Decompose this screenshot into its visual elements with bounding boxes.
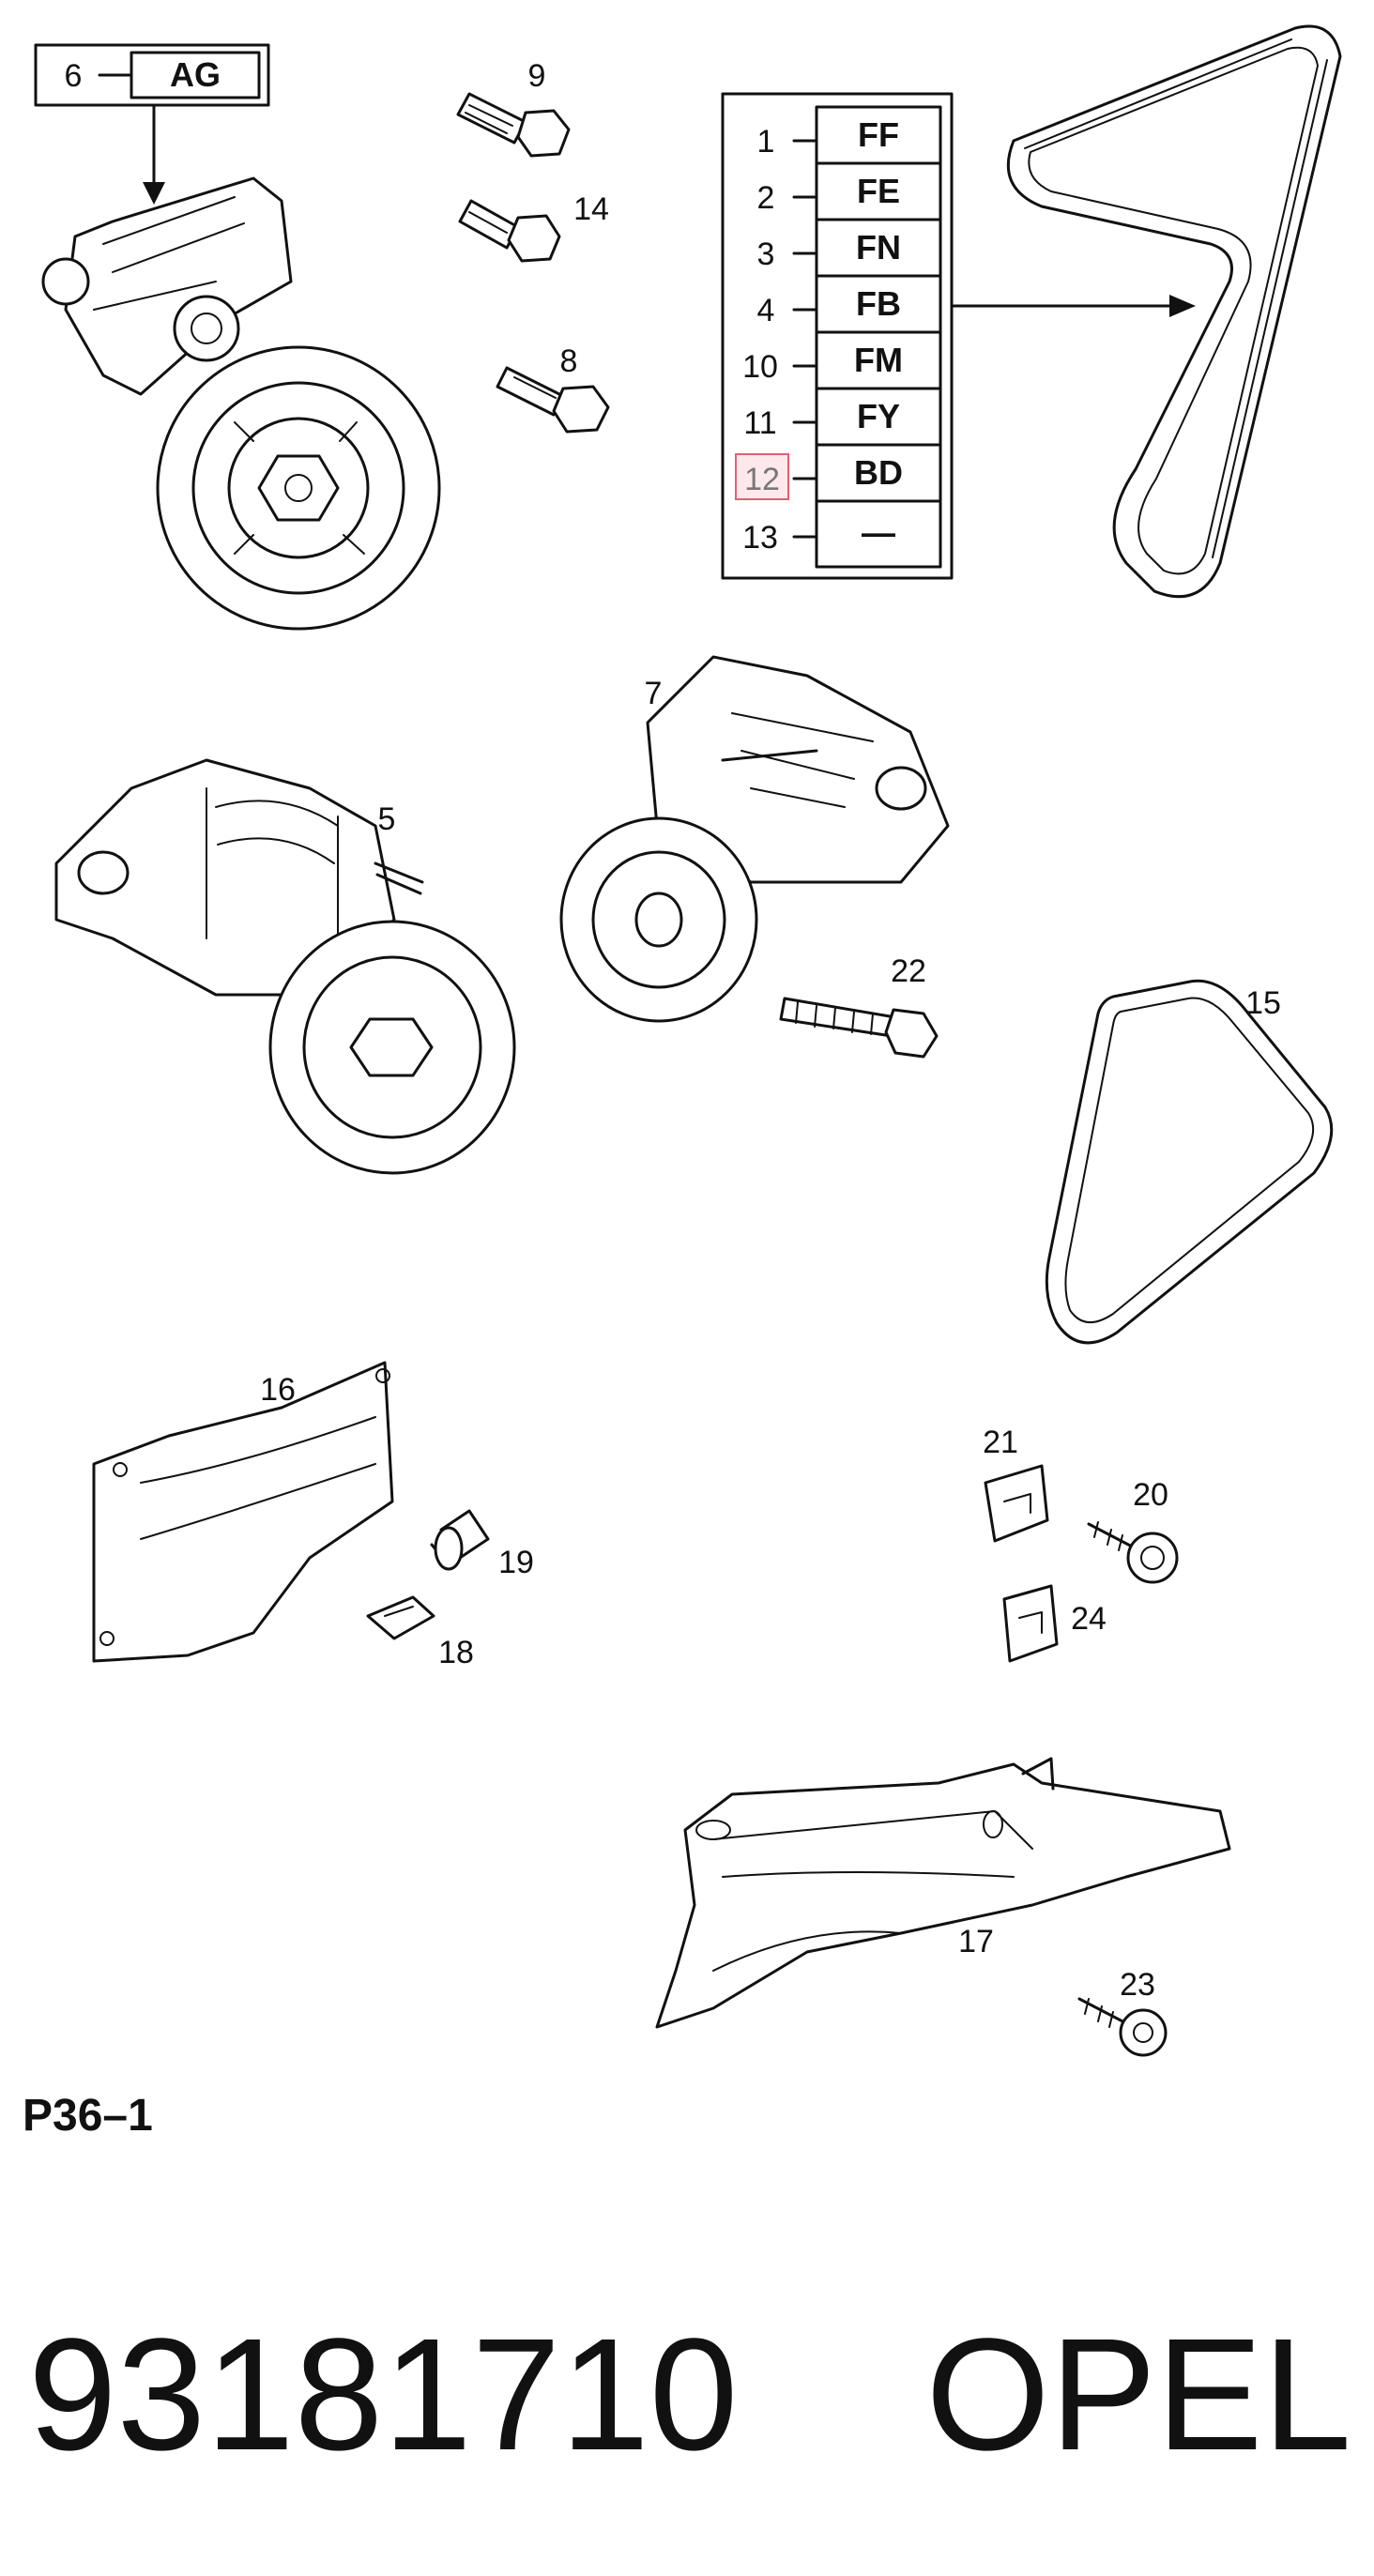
belt-code-row: 3 FN — [757, 228, 901, 272]
row-callout: 10 — [742, 349, 778, 385]
row-code: FF — [858, 115, 899, 154]
clip-19: 19 — [430, 1509, 534, 1580]
callout-21: 21 — [983, 1425, 1018, 1460]
diagram-reference: P36–1 — [23, 2091, 153, 2141]
header-box: 6 AG — [34, 43, 270, 205]
belt-code-row: 1 FF — [757, 115, 899, 160]
header-callout: 6 — [65, 58, 83, 94]
row-code: FN — [856, 228, 901, 267]
arrow-right-icon — [1169, 295, 1196, 317]
row-callout: 2 — [757, 180, 775, 216]
row-code: FM — [854, 341, 903, 379]
callout-15: 15 — [1245, 985, 1281, 1021]
row-code: FE — [857, 172, 900, 210]
belt-code-row: 10 FM — [742, 341, 903, 385]
belt-code-row-highlighted: 12 BD — [735, 453, 903, 500]
belt-code-row: 11 FY — [743, 397, 900, 441]
header-code: AG — [170, 55, 221, 94]
callout-24: 24 — [1071, 1601, 1107, 1637]
callout-8: 8 — [560, 343, 578, 379]
bolt-14: 14 — [458, 191, 609, 263]
serpentine-belt — [1006, 24, 1342, 599]
row-callout: 13 — [742, 520, 778, 556]
row-callout: 11 — [743, 405, 776, 441]
row-callout: 4 — [757, 293, 775, 328]
arrow-down-icon — [143, 182, 165, 205]
callout-19: 19 — [498, 1545, 534, 1580]
callout-17: 17 — [958, 1924, 994, 1959]
belt-code-row: 13 — — [742, 513, 895, 556]
clip-18: 18 — [366, 1595, 474, 1670]
brand-name: OPEL — [925, 2306, 1351, 2484]
callout-18: 18 — [438, 1635, 474, 1670]
tensioner-assembly-top — [41, 176, 441, 631]
callout-22: 22 — [891, 953, 926, 989]
clip-24: 24 — [1002, 1584, 1107, 1663]
row-code: BD — [854, 453, 903, 492]
callout-23: 23 — [1120, 1967, 1155, 2003]
row-callout: 3 — [757, 236, 775, 272]
callout-20: 20 — [1133, 1477, 1168, 1513]
bolt-8: 8 — [496, 343, 610, 434]
tensioner-5: 5 — [54, 758, 516, 1175]
row-code: FB — [856, 284, 901, 323]
callout-5: 5 — [378, 801, 396, 837]
callout-7: 7 — [645, 676, 663, 711]
row-callout: 1 — [757, 124, 775, 160]
clip-21: 21 — [983, 1425, 1049, 1543]
bracket-17: 17 — [655, 1757, 1231, 2029]
row-callout: 12 — [744, 462, 780, 497]
belt-code-row: 2 FE — [757, 172, 900, 216]
row-code: — — [862, 513, 895, 552]
bolt-9: 9 — [456, 58, 571, 158]
screw-20: 20 — [1087, 1477, 1179, 1584]
callout-9: 9 — [528, 58, 546, 94]
belt-15: 15 — [1045, 979, 1334, 1345]
tensioner-7: 7 — [559, 655, 950, 1023]
callout-14: 14 — [573, 191, 609, 227]
part-number: 93181710 — [28, 2306, 738, 2484]
belt-code-table: 1 FF 2 FE 3 FN 4 FB 10 FM 11 FY — [721, 92, 1196, 580]
shield-16: 16 — [92, 1361, 394, 1663]
callout-16: 16 — [260, 1372, 296, 1408]
bolt-22: 22 — [779, 953, 939, 1059]
belt-code-row: 4 FB — [757, 284, 901, 328]
row-code: FY — [857, 397, 900, 435]
highlight-marker — [735, 453, 789, 500]
screw-23: 23 — [1077, 1967, 1168, 2057]
